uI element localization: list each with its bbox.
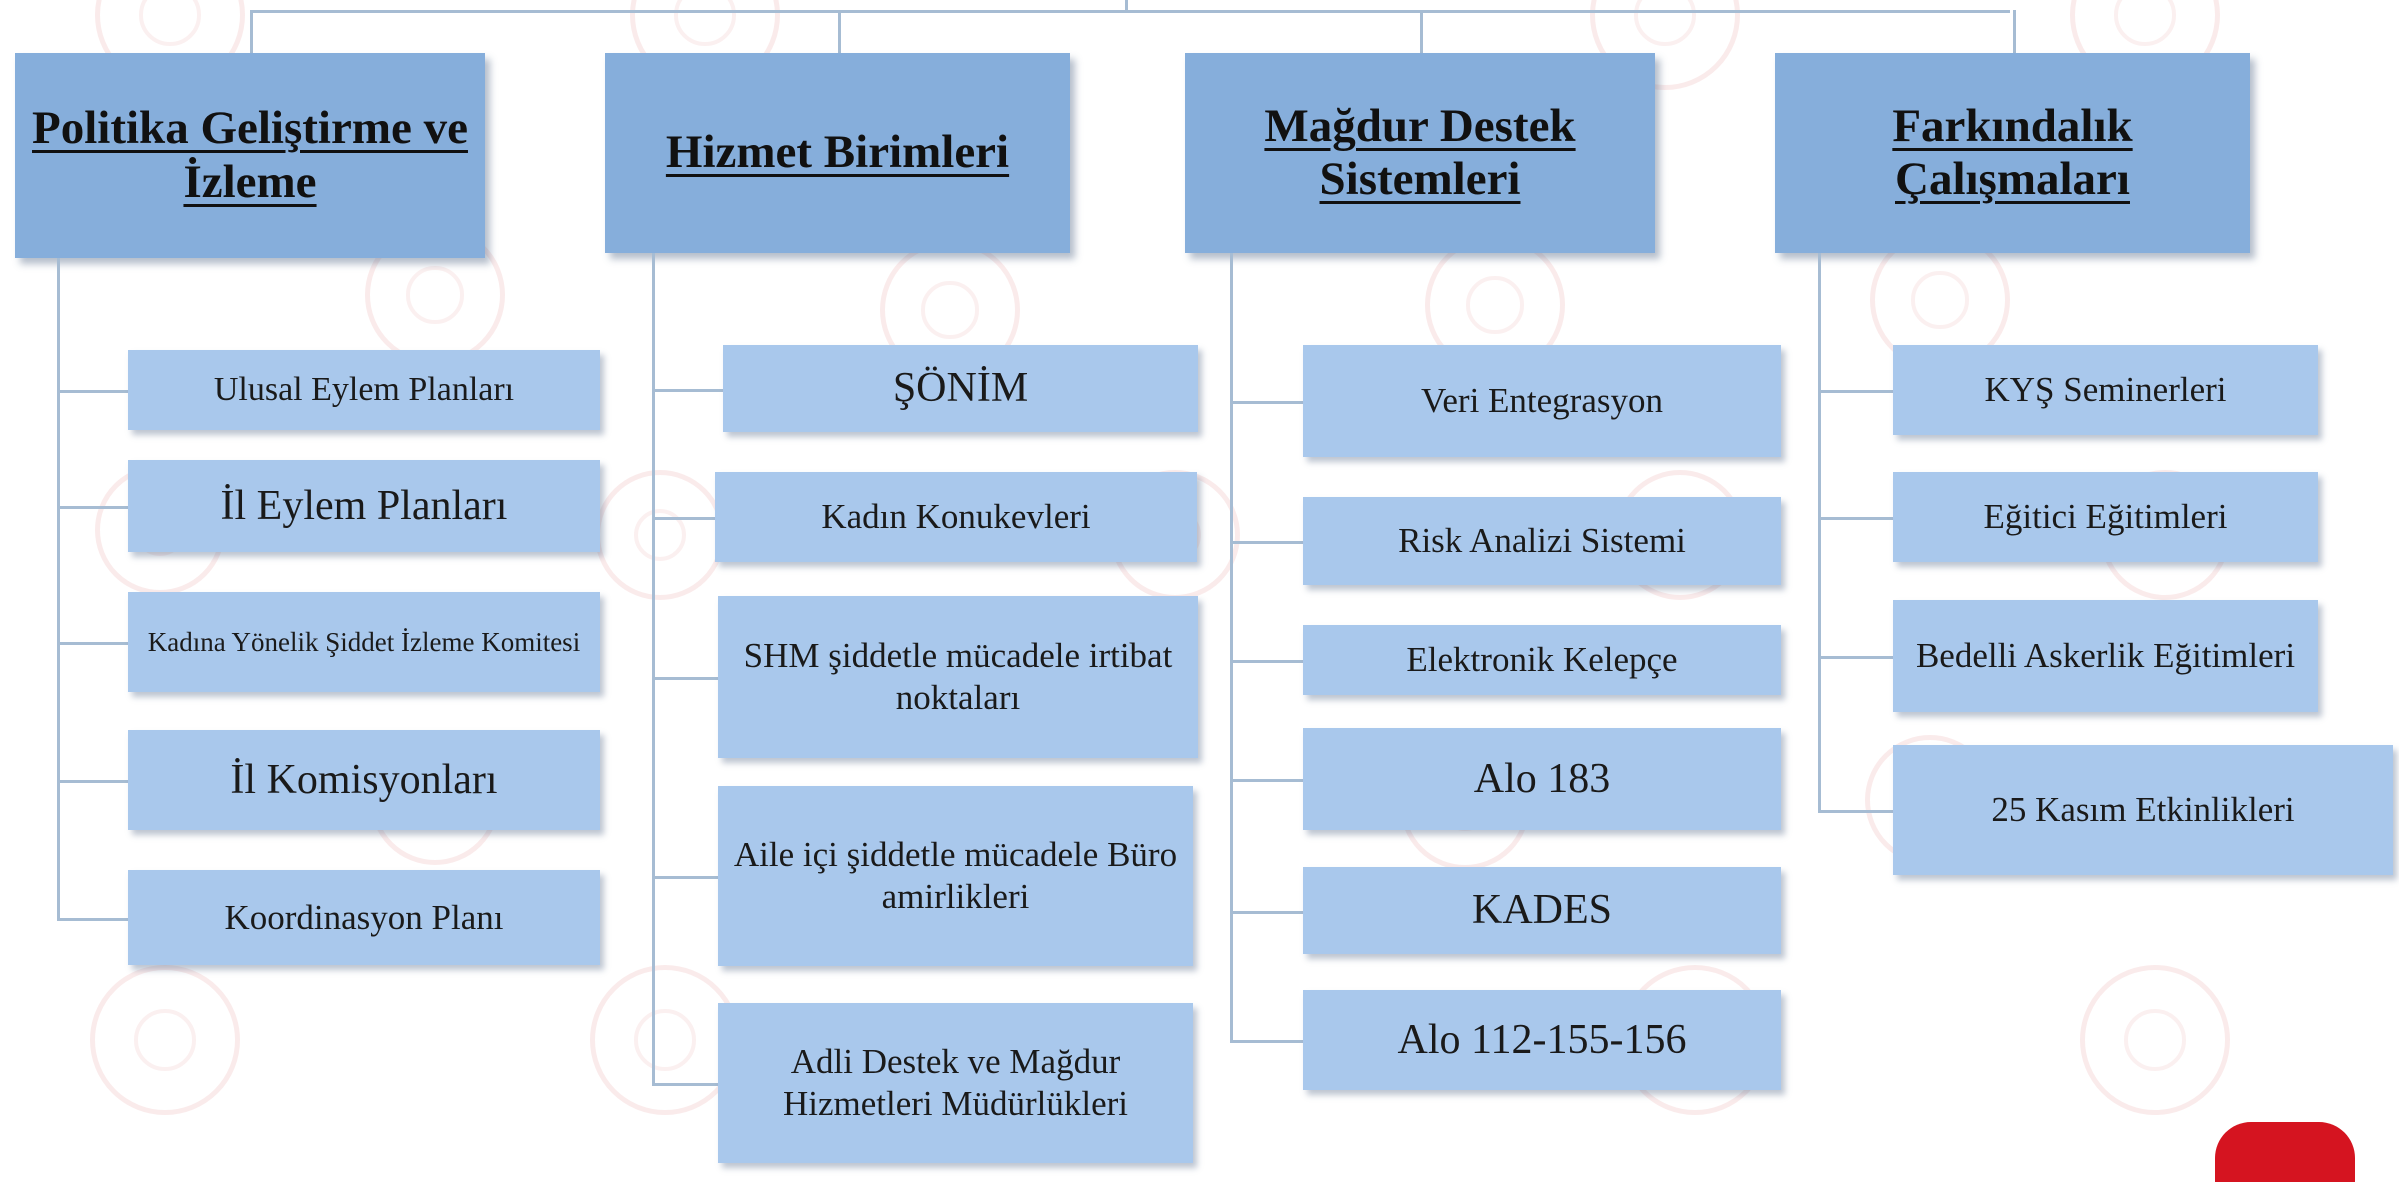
item-label: SHM şiddetle mücadele irtibat noktaları (743, 636, 1173, 717)
top-connector-line (250, 10, 2010, 13)
item-box: Ulusal Eylem Planları (128, 350, 600, 430)
branch-line (57, 390, 128, 393)
item-box: SHM şiddetle mücadele irtibat noktaları (718, 596, 1198, 758)
emblem-watermark-icon (90, 965, 240, 1115)
item-label: İl Eylem Planları (220, 482, 508, 529)
branch-line (57, 780, 128, 783)
branch-line (1818, 656, 1893, 659)
item-label: Ulusal Eylem Planları (213, 370, 515, 408)
branch-line (1818, 517, 1893, 520)
branch-line (652, 517, 715, 520)
branch-line (1230, 541, 1303, 544)
item-label: Alo 183 (1473, 755, 1611, 802)
emblem-watermark-icon (595, 470, 725, 600)
header-drop-line (838, 10, 841, 53)
branch-line (57, 642, 128, 645)
column-header-magdur: Mağdur Destek Sistemleri (1185, 53, 1655, 253)
item-label: KADES (1471, 887, 1612, 934)
item-box: KYŞ Seminerleri (1893, 345, 2318, 435)
item-label: Bedelli Askerlik Eğitimleri (1915, 636, 2296, 675)
item-label: Risk Analizi Sistemi (1398, 521, 1686, 560)
branch-line (1230, 401, 1303, 404)
column-trunk-line (57, 258, 60, 920)
item-label: Kadına Yönelik Şiddet İzleme Komitesi (147, 626, 581, 657)
item-label: Koordinasyon Planı (224, 897, 504, 937)
item-box: İl Eylem Planları (128, 460, 600, 552)
item-box: Eğitici Eğitimleri (1893, 472, 2318, 562)
item-box: Elektronik Kelepçe (1303, 625, 1781, 695)
corner-logo-icon (2215, 1122, 2355, 1182)
branch-line (652, 389, 723, 392)
header-drop-line (2013, 10, 2016, 53)
item-label: Alo 112-155-156 (1397, 1016, 1687, 1063)
branch-line (652, 677, 718, 680)
branch-line (652, 1083, 718, 1086)
column-header-title: Mağdur Destek Sistemleri (1264, 99, 1576, 205)
item-box: Koordinasyon Planı (128, 870, 600, 965)
branch-line (1818, 810, 1893, 813)
column-header-farkindalik: Farkındalık Çalışmaları (1775, 53, 2250, 253)
item-box: Aile içi şiddetle mücadele Büro amirlikl… (718, 786, 1193, 966)
column-header-title: Politika Geliştirme ve İzleme (32, 102, 468, 208)
item-box: KADES (1303, 867, 1781, 954)
branch-line (1230, 911, 1303, 914)
column-trunk-line (652, 253, 655, 1085)
item-box: Kadına Yönelik Şiddet İzleme Komitesi (128, 592, 600, 692)
item-label: Veri Entegrasyon (1420, 381, 1663, 420)
item-box: İl Komisyonları (128, 730, 600, 830)
branch-line (1230, 779, 1303, 782)
item-box: Alo 183 (1303, 728, 1781, 830)
item-box: ŞÖNİM (723, 345, 1198, 432)
item-box: Alo 112-155-156 (1303, 990, 1781, 1090)
item-box: 25 Kasım Etkinlikleri (1893, 745, 2393, 875)
item-label: 25 Kasım Etkinlikleri (1991, 790, 2295, 829)
item-label: ŞÖNİM (892, 365, 1029, 412)
branch-line (1230, 1040, 1303, 1043)
column-header-title: Farkındalık Çalışmaları (1892, 99, 2133, 205)
column-trunk-line (1818, 253, 1821, 812)
column-header-politika: Politika Geliştirme ve İzleme (15, 53, 485, 258)
column-header-hizmet: Hizmet Birimleri (605, 53, 1070, 253)
item-box: Risk Analizi Sistemi (1303, 497, 1781, 585)
item-label: Eğitici Eğitimleri (1983, 497, 2228, 536)
item-box: Bedelli Askerlik Eğitimleri (1893, 600, 2318, 712)
item-label: İl Komisyonları (230, 756, 498, 803)
column-trunk-line (1230, 253, 1233, 1042)
item-box: Kadın Konukevleri (715, 472, 1197, 562)
header-drop-line (1420, 10, 1423, 53)
branch-line (1230, 660, 1303, 663)
item-label: Adli Destek ve Mağdur Hizmetleri Müdürlü… (782, 1042, 1129, 1123)
branch-line (1818, 390, 1893, 393)
emblem-watermark-icon (2080, 965, 2230, 1115)
item-label: Elektronik Kelepçe (1406, 640, 1678, 679)
item-label: Kadın Konukevleri (821, 497, 1091, 536)
column-header-title: Hizmet Birimleri (665, 126, 1010, 179)
item-box: Veri Entegrasyon (1303, 345, 1781, 457)
item-label: Aile içi şiddetle mücadele Büro amirlikl… (733, 835, 1178, 916)
header-drop-line (250, 10, 253, 53)
item-label: KYŞ Seminerleri (1984, 370, 2227, 409)
branch-line (57, 506, 128, 509)
item-box: Adli Destek ve Mağdur Hizmetleri Müdürlü… (718, 1003, 1193, 1163)
branch-line (652, 876, 718, 879)
root-connector-line (1125, 0, 1128, 12)
branch-line (57, 918, 128, 921)
